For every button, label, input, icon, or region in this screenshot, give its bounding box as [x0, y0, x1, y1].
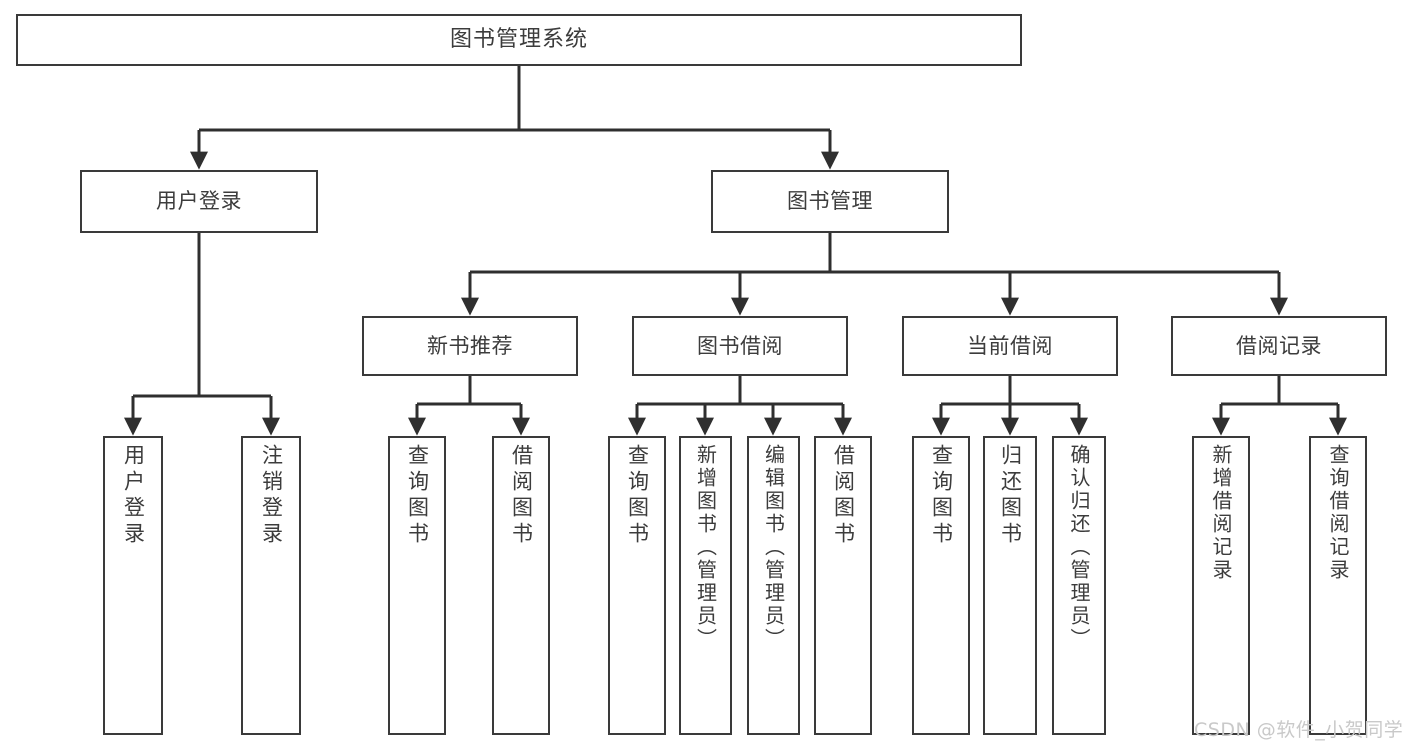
node-label: 新增借阅记录 [1209, 444, 1233, 582]
node-leaf-query-book-borrow[interactable]: 查询图书 [608, 436, 666, 735]
node-leaf-query-book-current[interactable]: 查询图书 [912, 436, 970, 735]
node-leaf-borrow-book[interactable]: 借阅图书 [814, 436, 872, 735]
node-leaf-edit-book-admin[interactable]: 编辑图书（管理员） [747, 436, 800, 735]
node-leaf-confirm-return-admin[interactable]: 确认归还（管理员） [1052, 436, 1106, 735]
node-label: 注销登录 [259, 444, 284, 548]
node-label: 查询借阅记录 [1326, 444, 1350, 582]
node-label: 借阅图书 [831, 444, 856, 548]
node-leaf-borrow-book-recommend[interactable]: 借阅图书 [492, 436, 550, 735]
node-label: 图书管理 [787, 189, 873, 214]
node-root-book-management-system[interactable]: 图书管理系统 [16, 14, 1022, 66]
node-label: 用户登录 [121, 444, 146, 548]
node-leaf-query-book-recommend[interactable]: 查询图书 [388, 436, 446, 735]
node-label: 用户登录 [156, 189, 242, 214]
node-borrow-record[interactable]: 借阅记录 [1171, 316, 1387, 376]
node-label: 归还图书 [998, 444, 1023, 548]
node-label: 查询图书 [929, 444, 954, 548]
node-leaf-add-borrow-record[interactable]: 新增借阅记录 [1192, 436, 1250, 735]
node-label: 编辑图书（管理员） [761, 444, 786, 651]
node-new-book-recommend[interactable]: 新书推荐 [362, 316, 578, 376]
node-label: 确认归还（管理员） [1067, 444, 1091, 651]
node-leaf-query-borrow-record[interactable]: 查询借阅记录 [1309, 436, 1367, 735]
node-label: 查询图书 [405, 444, 430, 548]
node-leaf-add-book-admin[interactable]: 新增图书（管理员） [679, 436, 732, 735]
node-leaf-user-login[interactable]: 用户登录 [103, 436, 163, 735]
node-leaf-logout[interactable]: 注销登录 [241, 436, 301, 735]
node-label: 新增图书（管理员） [693, 444, 718, 651]
node-user-login[interactable]: 用户登录 [80, 170, 318, 233]
node-leaf-return-book[interactable]: 归还图书 [983, 436, 1037, 735]
node-label: 图书借阅 [697, 333, 783, 358]
node-book-borrow[interactable]: 图书借阅 [632, 316, 848, 376]
node-label: 新书推荐 [427, 333, 513, 358]
node-label: 借阅图书 [509, 444, 534, 548]
node-label: 当前借阅 [967, 333, 1053, 358]
node-label: 查询图书 [625, 444, 650, 548]
node-book-management[interactable]: 图书管理 [711, 170, 949, 233]
node-label: 图书管理系统 [449, 27, 588, 53]
csdn-watermark: CSDN @软件_小贺同学 [1194, 719, 1404, 741]
node-label: 借阅记录 [1236, 333, 1322, 358]
node-current-borrow[interactable]: 当前借阅 [902, 316, 1118, 376]
